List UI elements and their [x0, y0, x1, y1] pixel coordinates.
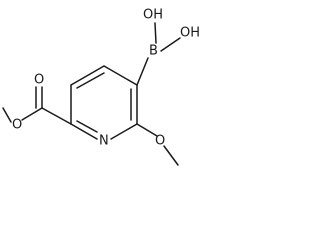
methoxy-oxygen-label: O — [155, 134, 165, 149]
ring-bond-c3-c4-top — [70, 65, 105, 86]
molecule-structure: B OH OH N O O O — [2, 8, 200, 166]
boron-label: B — [149, 44, 158, 59]
bond-ring-boron — [136, 57, 149, 86]
hydroxyl-top-label: OH — [143, 8, 163, 23]
bond-boron-oh-right — [160, 37, 181, 52]
ester-oxygen-label: O — [12, 118, 22, 133]
bond-carbonyl-ester-oxygen — [21, 107, 43, 121]
ring-nitrogen-label: N — [99, 134, 109, 149]
bond-methoxy-methyl — [163, 145, 179, 166]
ring-double-bond-top — [76, 72, 105, 89]
ring-bond-n-c2 — [70, 123, 98, 140]
carbonyl-oxygen-label: O — [34, 73, 44, 88]
ring-bond-c3-c4 — [103, 65, 138, 86]
bond-ring-methoxy-oxygen — [136, 123, 158, 137]
bond-ester-methyl — [2, 107, 12, 123]
ring-double-bond-bottom — [76, 120, 98, 133]
ring-bond-c5-c6 — [110, 123, 138, 140]
bond-ring-carbonyl — [41, 107, 72, 125]
hydroxyl-right-label: OH — [180, 26, 200, 41]
bond-boron-oh-top — [154, 22, 157, 44]
